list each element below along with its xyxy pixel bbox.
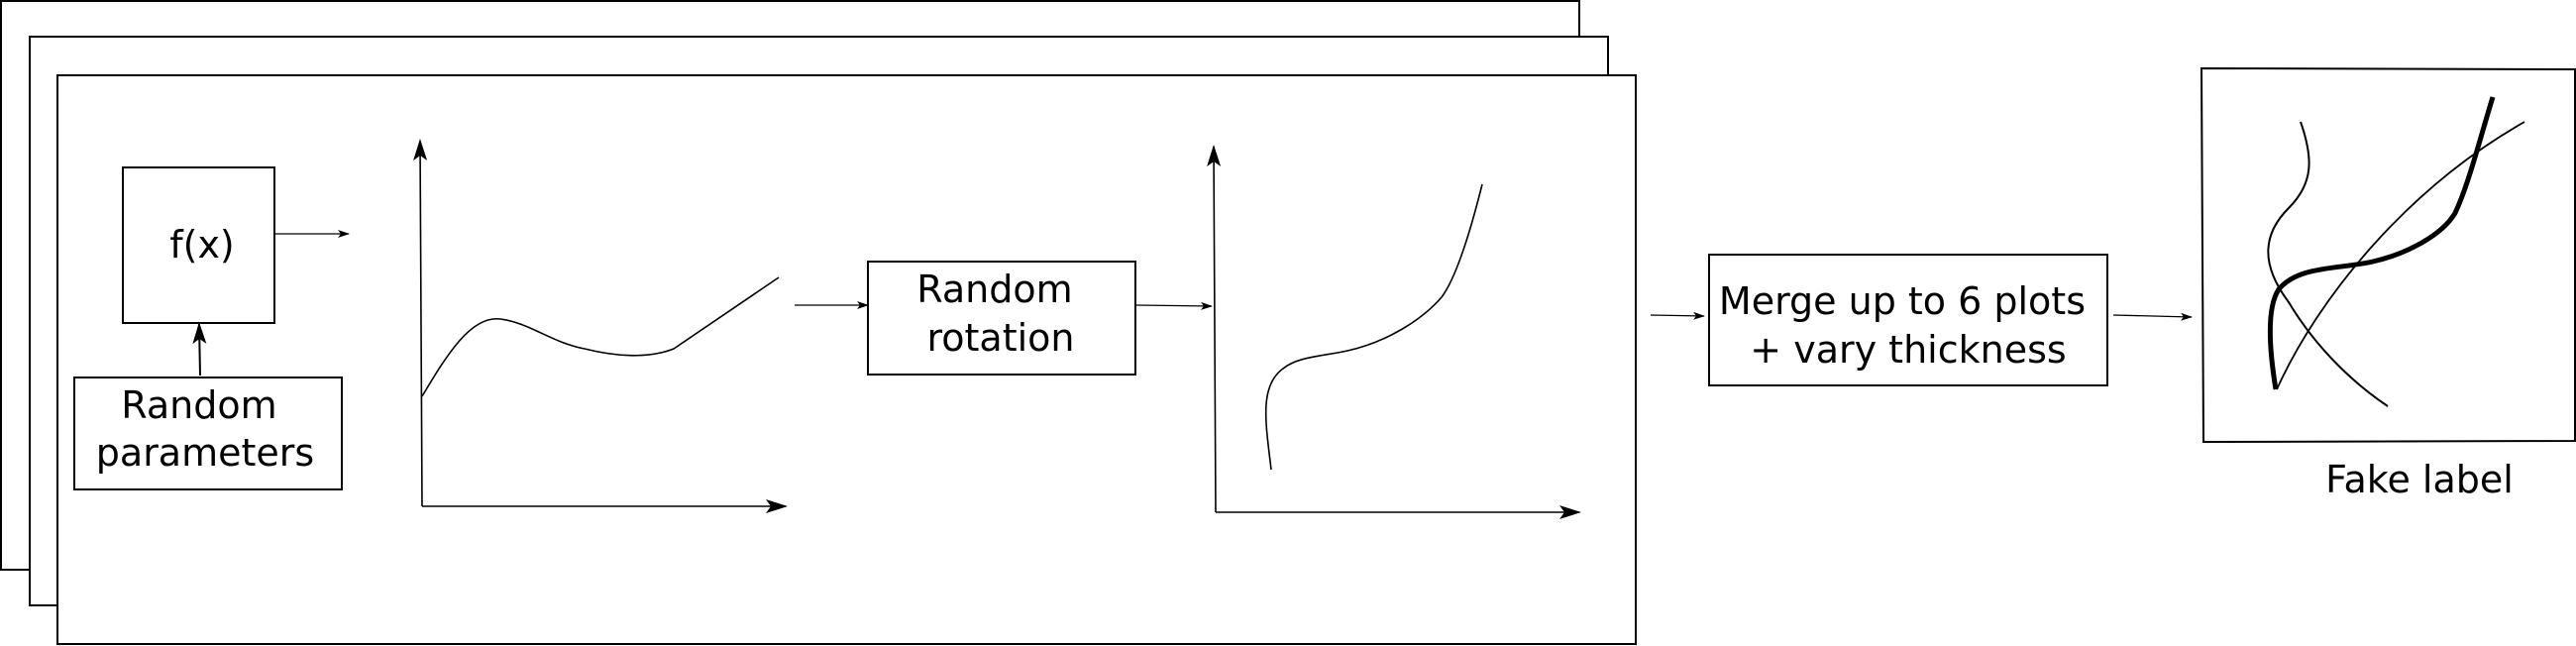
plot1-y-axis (413, 139, 428, 507)
fake-label-curve-c (2267, 96, 2496, 390)
random-parameters-line-1: Random (121, 383, 276, 427)
merge-box (1708, 254, 2108, 386)
random-rotation-line-1: Random (916, 268, 1072, 311)
plot2-curve (1264, 183, 1483, 471)
fake-label-output (2200, 66, 2576, 444)
rotated-plot (1207, 145, 1581, 519)
plot1-curve (421, 276, 780, 397)
random-parameters-label: Random parameters (96, 383, 314, 475)
stack-frame-front (56, 74, 1637, 645)
merge-line-2: + vary thickness (1750, 328, 2066, 372)
random-rotation-label: Random rotation (916, 268, 1084, 360)
random-parameters-box (73, 377, 343, 490)
random-parameters-line-2: parameters (96, 431, 314, 475)
rotation-output-arrow (1135, 301, 1213, 310)
plot2-y-axis (1207, 145, 1222, 513)
random-rotation-line-2: rotation (926, 316, 1074, 360)
function-plot (413, 139, 788, 513)
merge-output-arrow (2112, 312, 2193, 321)
stack-to-merge-arrow (1650, 311, 1705, 320)
fake-label-curve-a (2267, 121, 2389, 407)
fx-box (122, 166, 275, 324)
merge-label: Merge up to 6 plots + vary thickness (1719, 279, 2097, 372)
merge-line-1: Merge up to 6 plots (1719, 279, 2086, 323)
parameters-to-fx-arrow (192, 322, 207, 377)
fake-label-caption: Fake label (2325, 458, 2514, 501)
random-rotation-box (867, 261, 1136, 376)
fx-label: f(x) (169, 223, 235, 267)
